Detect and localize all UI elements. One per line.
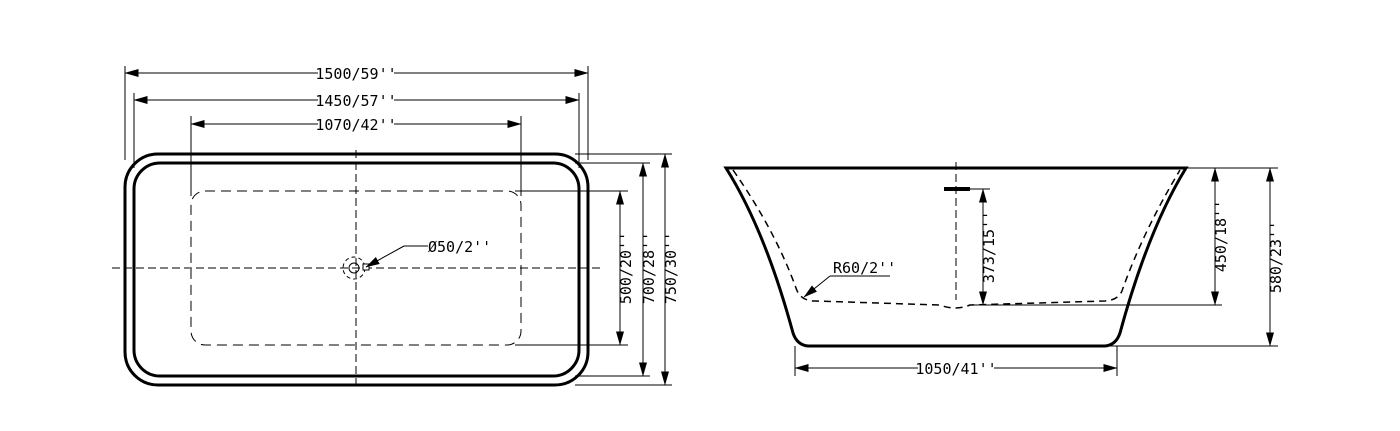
dim-basin-length: 1070/42''	[190, 114, 522, 134]
dim-overall-height: 580/23''	[1266, 167, 1285, 347]
top-view: Ø50/2'' 1500/59'' 1450/57'' 1070/42''	[112, 63, 680, 390]
overflow-outlet	[944, 187, 970, 191]
dim-basin-width: 500/20''	[616, 190, 635, 346]
basin-length-label: 1070/42''	[315, 116, 396, 134]
inner-width-label: 700/28''	[640, 232, 658, 304]
overall-height-label: 580/23''	[1267, 221, 1285, 293]
inner-radius-label: R60/2''	[833, 259, 896, 277]
water-depth-label: 450/18''	[1212, 200, 1230, 272]
inner-length-label: 1450/57''	[315, 92, 396, 110]
drain-diameter-label: Ø50/2''	[428, 238, 491, 256]
dim-overall-length: 1500/59''	[124, 63, 589, 83]
drain: Ø50/2''	[342, 238, 491, 280]
drain-leader	[365, 245, 405, 268]
dim-inner-width: 700/28''	[639, 162, 658, 377]
dim-inner-radius: R60/2''	[803, 259, 896, 298]
radius-leader	[803, 275, 831, 298]
overflow: 373/15''	[944, 187, 998, 306]
overall-length-label: 1500/59''	[315, 65, 396, 83]
dim-water-depth: 450/18''	[1211, 167, 1230, 306]
basin-width-label: 500/20''	[617, 232, 635, 304]
tub-outer-profile	[723, 166, 1189, 348]
dim-base-length: 1050/41''	[794, 358, 1118, 378]
tub-inner-profile	[732, 169, 1181, 309]
dim-inner-length: 1450/57''	[133, 90, 580, 110]
dim-overall-width: 750/30''	[661, 153, 680, 386]
side-view: 373/15'' R60/2'' 1050/41'' 450/18'' 580/…	[723, 162, 1285, 378]
overall-width-label: 750/30''	[662, 232, 680, 304]
drain-center	[348, 262, 360, 274]
base-length-label: 1050/41''	[915, 360, 996, 378]
overflow-height-label: 373/15''	[980, 211, 998, 283]
